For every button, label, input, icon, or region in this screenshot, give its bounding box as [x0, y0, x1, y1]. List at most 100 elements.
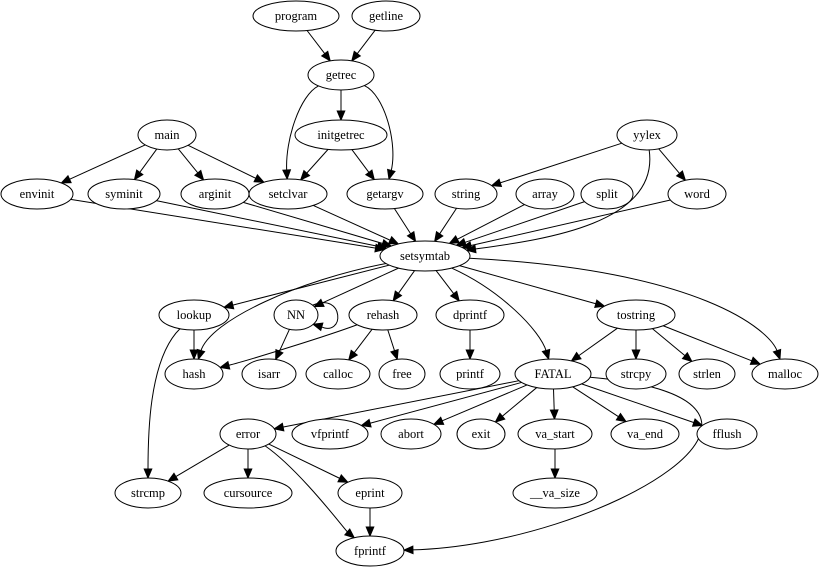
- node-lookup[interactable]: lookup: [158, 299, 230, 331]
- edge-program-to-getrec: [306, 30, 331, 62]
- node-printf[interactable]: printf: [439, 358, 501, 390]
- edge-line: [438, 208, 457, 235]
- node-fatal[interactable]: FATAL: [514, 358, 592, 390]
- node-arginit[interactable]: arginit: [180, 178, 250, 210]
- node-strlen[interactable]: strlen: [678, 358, 736, 390]
- node-label: fflush: [713, 427, 743, 441]
- edge-fatal-to-fflush: [581, 383, 704, 427]
- arrowhead: [460, 240, 473, 250]
- node-main[interactable]: main: [137, 119, 197, 151]
- edge-rehash-to-calloc: [347, 328, 373, 361]
- node-error[interactable]: error: [219, 418, 277, 450]
- arrowhead: [570, 351, 582, 362]
- node-malloc[interactable]: malloc: [751, 358, 819, 390]
- node-yylex[interactable]: yylex: [616, 119, 678, 151]
- edge-line: [456, 204, 525, 241]
- arrowhead: [772, 348, 782, 361]
- arrowhead: [347, 349, 359, 361]
- node-nn[interactable]: NN: [273, 299, 319, 331]
- node-getrec[interactable]: getrec: [307, 59, 375, 91]
- nodes-layer: program getline getrec main initgetrec yylex e…: [0, 0, 819, 567]
- node-tostring[interactable]: tostring: [596, 299, 676, 331]
- node-setclvar[interactable]: setclvar: [248, 178, 328, 210]
- node-dprintf[interactable]: dprintf: [435, 299, 505, 331]
- arrowhead: [494, 412, 506, 423]
- node-va-size[interactable]: __va_size: [512, 477, 598, 509]
- node-program[interactable]: program: [252, 0, 340, 32]
- edge-line: [174, 444, 230, 478]
- edge-getargv-to-setsymtab: [393, 208, 417, 243]
- edge-line: [553, 388, 555, 412]
- node-getline[interactable]: getline: [351, 0, 421, 32]
- node-label: initgetrec: [317, 128, 365, 142]
- node-abort[interactable]: abort: [380, 418, 442, 450]
- node-isarr[interactable]: isarr: [241, 358, 297, 390]
- node-label: getrec: [326, 68, 357, 82]
- edge-line: [364, 85, 394, 172]
- node-label: va_start: [535, 427, 575, 441]
- node-calloc[interactable]: calloc: [305, 358, 371, 390]
- node-syminit[interactable]: syminit: [87, 178, 161, 210]
- node-string[interactable]: string: [434, 178, 498, 210]
- edge-setsymtab-to-malloc: [469, 257, 782, 361]
- node-cursource[interactable]: cursource: [203, 477, 293, 509]
- node-vfprintf[interactable]: vfprintf: [291, 418, 369, 450]
- node-array[interactable]: array: [515, 178, 575, 210]
- node-ellipse: [305, 358, 371, 390]
- edge-setsymtab-to-tostring: [459, 265, 606, 309]
- node-fflush[interactable]: fflush: [696, 418, 758, 450]
- edge-fatal-to-va-end: [572, 386, 628, 423]
- node-label: syminit: [105, 187, 143, 201]
- edge-line: [286, 85, 319, 172]
- edge-line: [187, 144, 257, 180]
- arrowhead: [550, 468, 560, 480]
- node-free[interactable]: free: [378, 358, 426, 390]
- node-label: strcmp: [131, 486, 165, 500]
- edge-line: [577, 327, 618, 357]
- edge-main-to-arginit: [177, 148, 205, 181]
- arrowhead: [218, 360, 231, 370]
- edge-rehash-to-hash: [218, 324, 358, 370]
- edge-line: [652, 328, 686, 357]
- arrowhead: [193, 169, 205, 181]
- node-strcpy[interactable]: strcpy: [605, 358, 667, 390]
- node-va-end[interactable]: va_end: [610, 418, 680, 450]
- node-strcmp[interactable]: strcmp: [114, 477, 182, 509]
- node-ellipse: [751, 358, 819, 390]
- node-ellipse: [114, 477, 182, 509]
- node-label: tostring: [617, 308, 656, 322]
- node-split[interactable]: split: [580, 178, 634, 210]
- edge-line: [411, 376, 703, 551]
- node-va-start[interactable]: va_start: [517, 418, 593, 450]
- edge-initgetrec-to-setclvar: [299, 149, 329, 181]
- edge-fatal-to-fprintf: [402, 376, 703, 555]
- edge-lookup-to-strcmp: [143, 328, 181, 480]
- node-label: setclvar: [269, 187, 309, 201]
- node-label: rehash: [367, 308, 400, 322]
- node-label: string: [452, 187, 481, 201]
- arrowhead: [365, 526, 375, 538]
- node-rehash[interactable]: rehash: [348, 299, 418, 331]
- node-ellipse: [158, 299, 230, 331]
- edges-layer: [60, 29, 782, 555]
- arrowhead: [631, 349, 641, 361]
- node-eprint[interactable]: eprint: [337, 477, 403, 509]
- node-exit[interactable]: exit: [456, 418, 506, 450]
- node-ellipse: [335, 535, 405, 567]
- node-initgetrec[interactable]: initgetrec: [294, 119, 388, 151]
- node-word[interactable]: word: [667, 178, 727, 210]
- node-ellipse: [273, 299, 319, 331]
- node-envinit[interactable]: envinit: [0, 178, 74, 210]
- edge-setsymtab-to-hash: [196, 262, 387, 361]
- edge-line: [351, 149, 370, 174]
- node-ellipse: [351, 0, 421, 32]
- node-fprintf[interactable]: fprintf: [335, 535, 405, 567]
- node-setsymtab[interactable]: setsymtab: [379, 240, 471, 272]
- edge-line: [321, 267, 399, 304]
- arrowhead: [406, 230, 417, 243]
- node-getargv[interactable]: getargv: [346, 178, 424, 210]
- node-hash[interactable]: hash: [164, 358, 224, 390]
- arrowhead: [449, 290, 460, 302]
- edge-getrec-to-initgetrec: [336, 90, 346, 122]
- node-label: strlen: [693, 367, 722, 381]
